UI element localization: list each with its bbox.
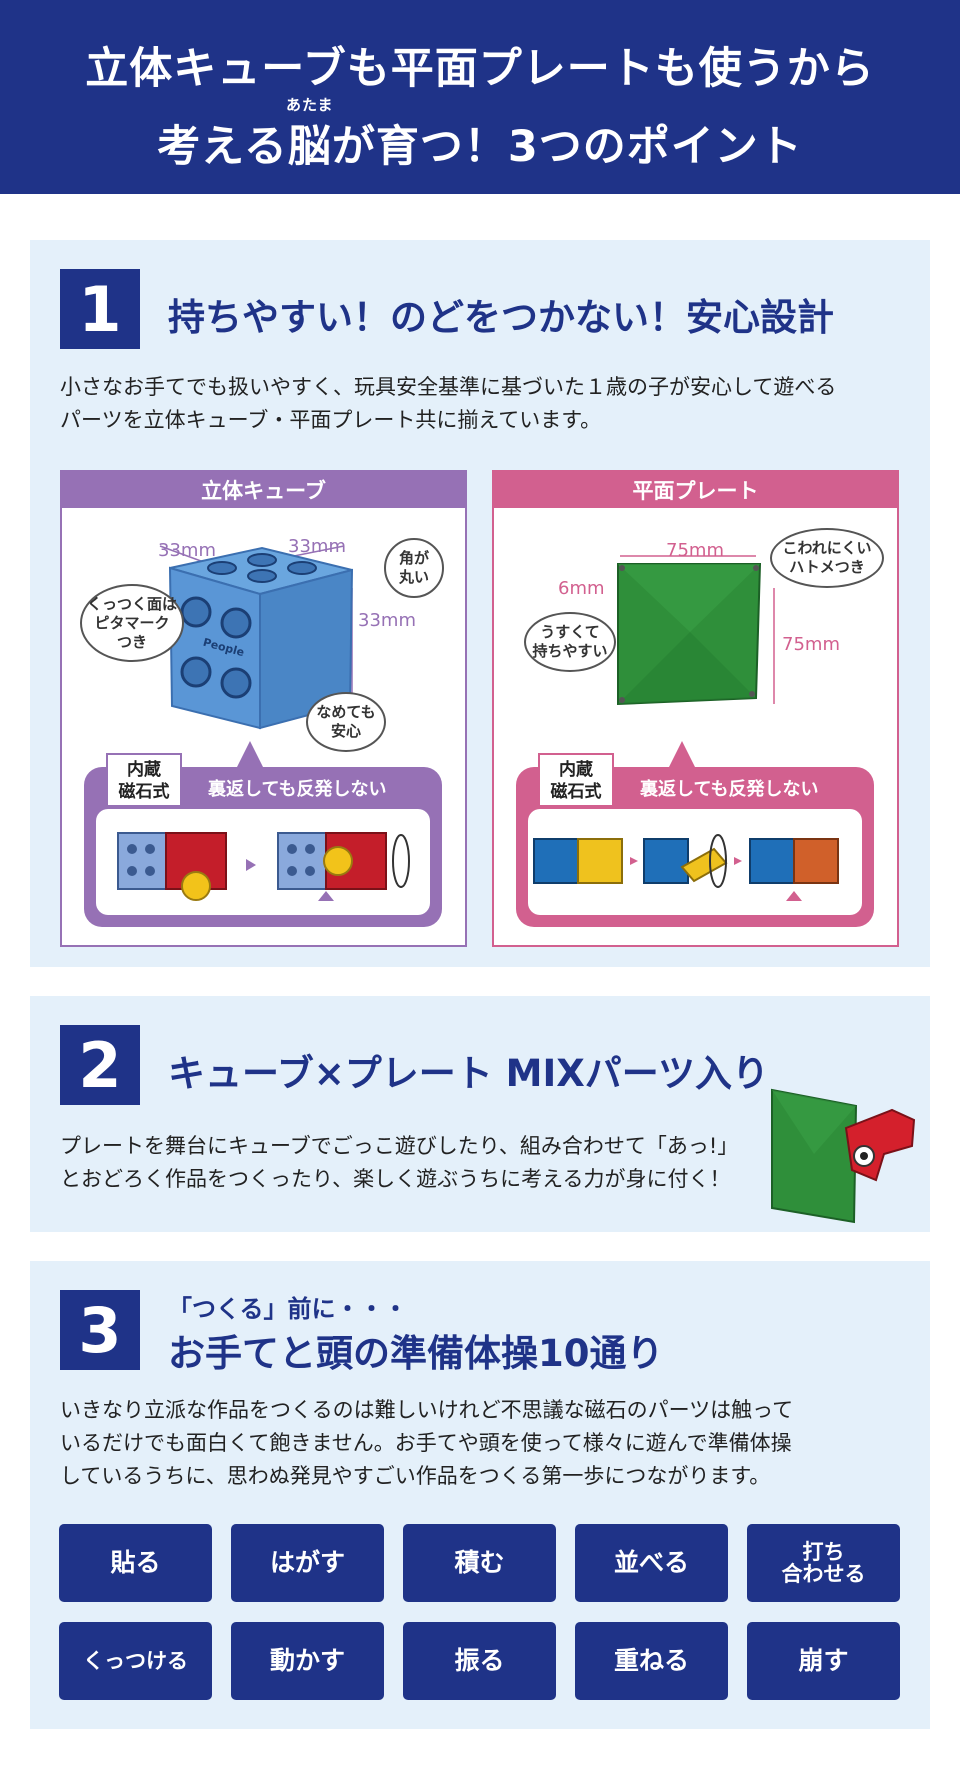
plate-illustration	[617, 555, 775, 706]
cube-magnet-svg	[117, 832, 410, 901]
point-3-title: お手てと頭の準備体操10通り	[168, 1332, 664, 1375]
plate-magnet-pointer	[668, 741, 696, 769]
point-3-subtitle: 「つくる」前に・・・	[168, 1295, 408, 1323]
plate-dim-width: 75mm	[666, 540, 724, 561]
plate-magnet-illustration	[528, 809, 862, 915]
cube-panel-title: 立体キューブ	[62, 472, 465, 508]
action-move-button[interactable]: 動かす	[231, 1622, 384, 1700]
point-1-text-line-1: 小さなお手てでも扱いやすく、玩具安全基準に基づいた１歳の子が安心して遊べる	[60, 375, 837, 399]
point-1-section: 1 持ちやすい！のどをつかない！安心設計 小さなお手てでも扱いやすく、玩具安全基…	[30, 240, 930, 967]
cube-dim-height: 33mm	[358, 610, 416, 631]
plate-dim-thickness: 6mm	[558, 578, 605, 599]
point-1-number: 1	[60, 269, 140, 349]
action-shake-button[interactable]: 振る	[403, 1622, 556, 1700]
cube-magnet-label: 内蔵 磁石式	[106, 753, 182, 807]
header-line-1: 立体キューブも平面プレートも使うから	[85, 44, 875, 94]
plate-magnet-svg	[533, 834, 839, 901]
cube-panel: 立体キューブ People 33mm 33mm 33mm	[60, 470, 467, 947]
action-paste-button[interactable]: 貼る	[59, 1524, 212, 1602]
bubble-pita-mark: くっつく面は ピタマーク つき	[80, 584, 184, 662]
page-header: 立体キューブも平面プレートも使うから あたま 考える脳が育つ！3つのポイント	[0, 0, 960, 194]
cube-magnet-text: 裏返しても反発しない	[208, 779, 387, 800]
cube-illustration: People	[159, 545, 354, 730]
point-2-title: キューブ×プレート MIXパーツ入り	[168, 1052, 770, 1095]
point-3-text-line-3: しているうちに、思わぬ発見やすごい作品をつくる第一歩につながります。	[60, 1464, 771, 1488]
plate-panel-title: 平面プレート	[494, 472, 897, 508]
action-strike-together-button[interactable]: 打ち 合わせる	[747, 1524, 900, 1602]
point-2-text-line-2: とおどろく作品をつくったり、楽しく遊ぶうちに考える力が身に付く！	[60, 1167, 731, 1191]
bubble-eyelets: こわれにくい ハトメつき	[770, 528, 884, 588]
point-2-section: 2 キューブ×プレート MIXパーツ入り プレートを舞台にキューブでごっこ遊びし…	[30, 996, 930, 1232]
cube-magnet-box: 内蔵 磁石式 裏返しても反発しない	[84, 741, 442, 927]
plate-magnet-text: 裏返しても反発しない	[640, 779, 819, 800]
point-1-title: 持ちやすい！のどをつかない！安心設計	[168, 296, 834, 339]
cube-dim-width: 33mm	[158, 540, 216, 561]
point-2-text-line-1: プレートを舞台にキューブでごっこ遊びしたり、組み合わせて「あっ!」	[60, 1134, 739, 1158]
action-stack-button[interactable]: 積む	[403, 1524, 556, 1602]
cube-magnet-pointer	[236, 741, 264, 769]
plate-panel: 平面プレート 75mm 6mm 75mm こわれにくい ハトメつき うすくて 持…	[492, 470, 899, 947]
point-1-text: 小さなお手てでも扱いやすく、玩具安全基準に基づいた１歳の子が安心して遊べる パー…	[60, 371, 836, 437]
header-ruby: あたま	[286, 96, 334, 114]
point-3-text-line-1: いきなり立派な作品をつくるのは難しいけれど不思議な磁石のパーツは触って	[60, 1398, 794, 1422]
point-3-number: 3	[60, 1290, 140, 1370]
point-3-text: いきなり立派な作品をつくるのは難しいけれど不思議な磁石のパーツは触って いるだけ…	[60, 1394, 793, 1493]
cube-magnet-illustration	[96, 809, 430, 915]
action-line-up-button[interactable]: 並べる	[575, 1524, 728, 1602]
plate-dim-height: 75mm	[782, 634, 840, 655]
plate-magnet-label: 内蔵 磁石式	[538, 753, 614, 807]
point-3-section: 3 「つくる」前に・・・ お手てと頭の準備体操10通り いきなり立派な作品をつく…	[30, 1261, 930, 1729]
header-line-2: 考える脳が育つ！3つのポイント	[157, 122, 803, 172]
mix-parts-image	[771, 1088, 916, 1224]
point-2-number: 2	[60, 1025, 140, 1105]
action-peel-button[interactable]: はがす	[231, 1524, 384, 1602]
bubble-rounded-corners: 角が 丸い	[384, 538, 444, 598]
plate-magnet-box: 内蔵 磁石式 裏返しても反発しない	[516, 741, 874, 927]
point-2-text: プレートを舞台にキューブでごっこ遊びしたり、組み合わせて「あっ!」 とおどろく作…	[60, 1130, 738, 1196]
bubble-safe-to-lick: なめても 安心	[306, 692, 386, 752]
point-3-text-line-2: いるだけでも面白くて飽きません。お手てや頭を使って様々に遊んで準備体操	[60, 1431, 792, 1455]
action-attach-button[interactable]: くっつける	[59, 1622, 212, 1700]
bubble-thin-plate: うすくて 持ちやすい	[524, 612, 616, 672]
action-overlap-button[interactable]: 重ねる	[575, 1622, 728, 1700]
point-1-text-line-2: パーツを立体キューブ・平面プレート共に揃えています。	[60, 408, 602, 432]
action-collapse-button[interactable]: 崩す	[747, 1622, 900, 1700]
cube-dim-depth: 33mm	[288, 536, 346, 557]
